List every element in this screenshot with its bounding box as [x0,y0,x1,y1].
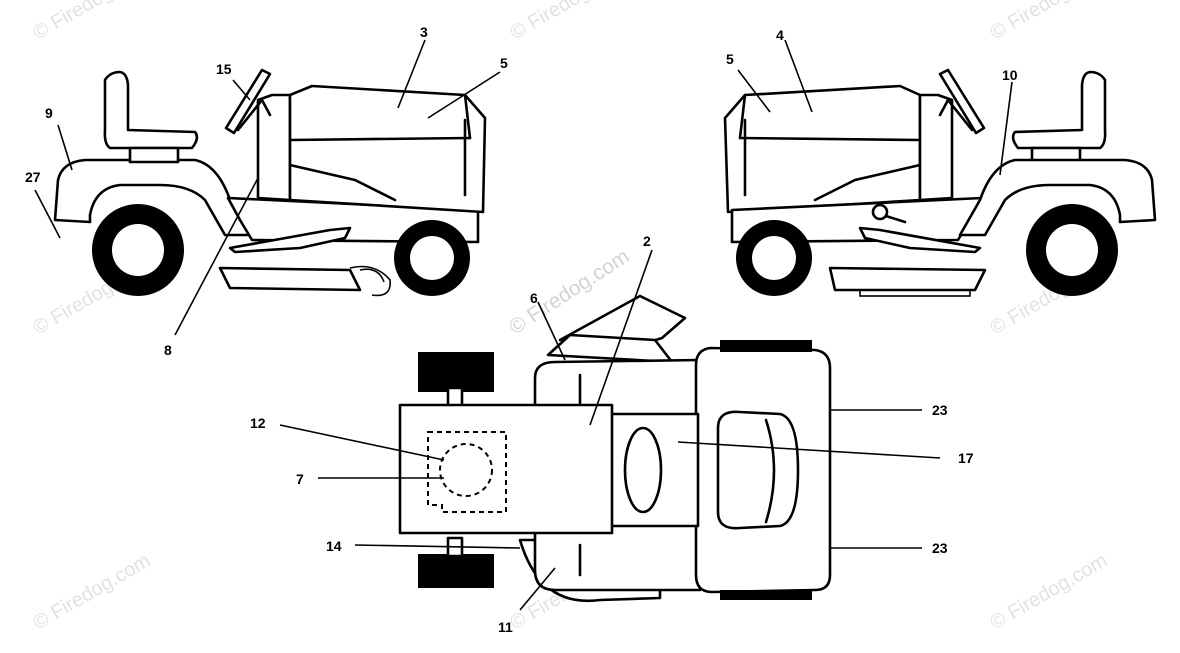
callout-6: 6 [530,290,538,306]
callout-4: 4 [776,27,784,43]
callout-8: 8 [164,342,172,358]
callout-15: 15 [216,61,232,77]
callout-7: 7 [296,471,304,487]
leader-lines [34,39,1013,611]
callout-2: 2 [643,233,651,249]
callout-23: 23 [932,540,948,556]
callout-12: 12 [250,415,266,431]
left-side-tractor-view [53,68,487,297]
callout-3: 3 [420,24,428,40]
callout-11: 11 [498,619,513,635]
callout-9: 9 [45,105,53,121]
right-side-tractor-view [723,68,1157,297]
top-view-tractor [398,294,832,603]
watermark-text: © Firedog.com [30,550,155,635]
watermark-text: © Firedog.com [987,550,1112,635]
watermark-text: © Firedog.com [30,0,155,44]
callout-10: 10 [1002,67,1018,83]
callout-17: 17 [958,450,974,466]
watermark-text: © Firedog.com [987,0,1112,44]
callout-5: 5 [500,55,508,71]
callout-labels: 3 5 15 9 27 8 4 5 10 2 6 12 7 14 11 23 2… [25,24,1018,635]
callout-27: 27 [25,169,41,185]
callout-14: 14 [326,538,342,554]
watermark-text: © Firedog.com [507,0,632,44]
callout-23: 23 [932,402,948,418]
callout-5: 5 [726,51,734,67]
